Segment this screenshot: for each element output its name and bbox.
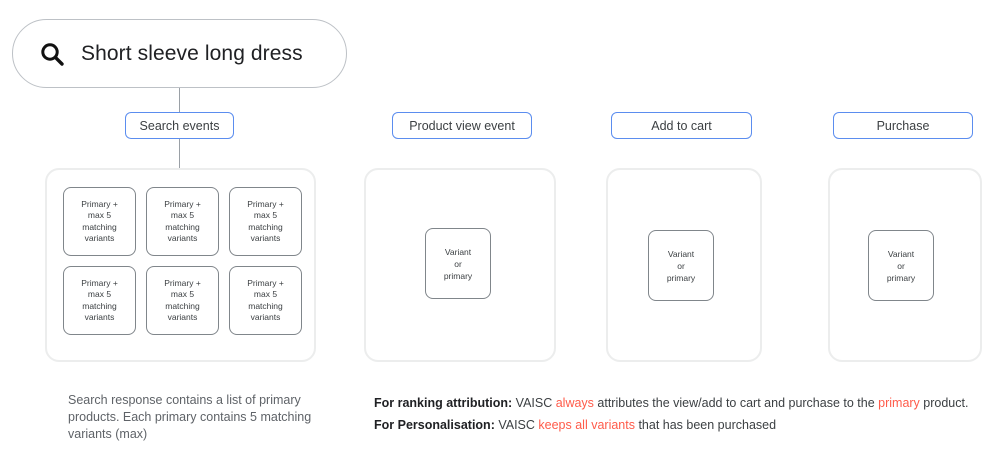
note-ranking-highlight-always: always bbox=[555, 396, 594, 410]
note-ranking-label: For ranking attribution: bbox=[374, 396, 513, 410]
variant-card-text: Primary + max 5 matching variants bbox=[164, 198, 201, 244]
variant-or-primary-card[interactable]: Variant or primary bbox=[868, 230, 934, 301]
panel-search-events: Primary + max 5 matching variants Primar… bbox=[45, 168, 316, 362]
note-ranking-part3: product. bbox=[919, 396, 969, 410]
variant-card[interactable]: Primary + max 5 matching variants bbox=[146, 266, 219, 335]
variant-card[interactable]: Primary + max 5 matching variants bbox=[146, 187, 219, 256]
label-purchase[interactable]: Purchase bbox=[833, 112, 973, 139]
label-add-to-cart[interactable]: Add to cart bbox=[611, 112, 752, 139]
variant-or-primary-text: Variant or primary bbox=[666, 248, 696, 283]
variant-card[interactable]: Primary + max 5 matching variants bbox=[229, 187, 302, 256]
note-personalisation: For Personalisation: VAISC keeps all var… bbox=[374, 414, 984, 436]
variant-or-primary-card[interactable]: Variant or primary bbox=[425, 228, 491, 299]
variant-card[interactable]: Primary + max 5 matching variants bbox=[63, 266, 136, 335]
variant-card-text: Primary + max 5 matching variants bbox=[247, 198, 284, 244]
note-ranking-highlight-primary: primary bbox=[878, 396, 920, 410]
caption-search-response: Search response contains a list of prima… bbox=[68, 393, 312, 441]
note-personalisation-part2: that has been purchased bbox=[634, 418, 777, 432]
variant-card[interactable]: Primary + max 5 matching variants bbox=[229, 266, 302, 335]
note-personalisation-part1: VAISC bbox=[494, 418, 539, 432]
search-icon bbox=[39, 41, 65, 67]
variant-or-primary-card[interactable]: Variant or primary bbox=[648, 230, 714, 301]
variant-card-text: Primary + max 5 matching variants bbox=[81, 198, 118, 244]
variant-card-grid: Primary + max 5 matching variants Primar… bbox=[63, 187, 302, 335]
connector-line-bottom bbox=[179, 139, 180, 168]
connector-line-top bbox=[179, 88, 180, 112]
label-search-events[interactable]: Search events bbox=[125, 112, 234, 139]
variant-or-primary-text: Variant or primary bbox=[443, 246, 473, 281]
variant-card-text: Primary + max 5 matching variants bbox=[81, 277, 118, 323]
panel-product-view-event bbox=[364, 168, 556, 362]
search-bar[interactable]: Short sleeve long dress bbox=[12, 19, 347, 88]
notes-block: For ranking attribution: VAISC always at… bbox=[374, 392, 984, 436]
variant-card[interactable]: Primary + max 5 matching variants bbox=[63, 187, 136, 256]
variant-or-primary-text: Variant or primary bbox=[886, 248, 916, 283]
search-query-text: Short sleeve long dress bbox=[81, 41, 303, 65]
label-product-view-event[interactable]: Product view event bbox=[392, 112, 532, 139]
note-ranking-attribution: For ranking attribution: VAISC always at… bbox=[374, 392, 984, 414]
variant-card-text: Primary + max 5 matching variants bbox=[164, 277, 201, 323]
note-ranking-part2: attributes the view/add to cart and purc… bbox=[593, 396, 879, 410]
note-personalisation-highlight: keeps all variants bbox=[538, 418, 635, 432]
note-ranking-part1: VAISC bbox=[512, 396, 556, 410]
note-personalisation-label: For Personalisation: bbox=[374, 418, 495, 432]
variant-card-text: Primary + max 5 matching variants bbox=[247, 277, 284, 323]
